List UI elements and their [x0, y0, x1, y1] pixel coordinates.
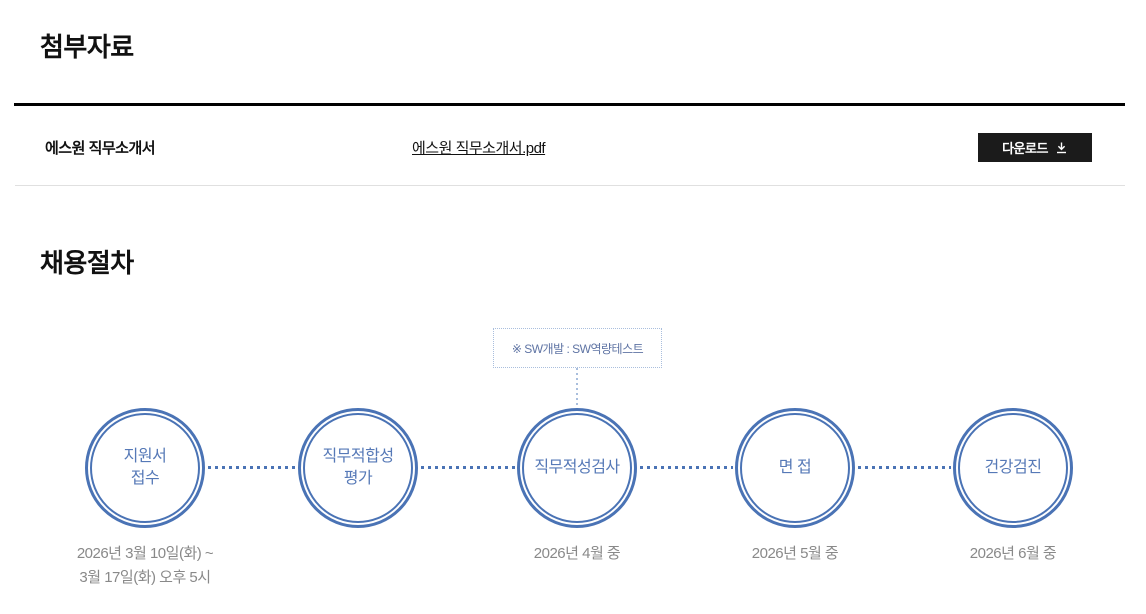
download-icon: [1055, 141, 1068, 154]
process-step-inner-ring: 직무적합성 평가: [303, 413, 413, 523]
step-date: 2026년 3월 10일(화) ~ 3월 17일(화) 오후 5시: [76, 545, 214, 586]
dotted-connector: [421, 466, 515, 469]
process-step-inner-ring: 직무적성검사: [522, 413, 632, 523]
row-divider-light: [15, 185, 1125, 186]
callout-connector-line: [576, 368, 578, 408]
process-step-aptitude-test: 직무적성검사: [517, 408, 637, 528]
attachment-row-label: 에스원 직무소개서: [45, 140, 156, 157]
step-date: 2026년 6월 중: [969, 545, 1057, 562]
process-step-inner-ring: 건강검진: [958, 413, 1068, 523]
step-date: 2026년 4월 중: [533, 545, 621, 562]
process-step-label: 면 접: [778, 459, 812, 477]
download-button[interactable]: 다운로드: [978, 133, 1092, 162]
sw-test-callout: ※ SW개발 : SW역량테스트: [493, 328, 662, 368]
step-date: 2026년 5월 중: [751, 545, 839, 562]
dotted-connector: [208, 466, 296, 469]
process-step-label: 직무적성검사: [534, 459, 620, 477]
dotted-connector: [640, 466, 733, 469]
section-divider-dark: [14, 103, 1125, 106]
process-step-label: 직무적합성 평가: [322, 448, 394, 487]
process-step-health-check: 건강검진: [953, 408, 1073, 528]
process-step-inner-ring: 지원서 접수: [90, 413, 200, 523]
process-step-interview: 면 접: [735, 408, 855, 528]
process-step-label: 지원서 접수: [123, 448, 167, 487]
dotted-connector: [858, 466, 951, 469]
process-section-title: 채용절차: [40, 248, 134, 278]
attachments-section-title: 첨부자료: [40, 32, 134, 62]
process-step-job-fit-evaluation: 직무적합성 평가: [298, 408, 418, 528]
process-step-inner-ring: 면 접: [740, 413, 850, 523]
process-step-label: 건강검진: [984, 459, 1042, 477]
attachment-file-link[interactable]: 에스원 직무소개서.pdf: [412, 140, 546, 157]
download-button-label: 다운로드: [1002, 141, 1048, 156]
process-step-application: 지원서 접수: [85, 408, 205, 528]
